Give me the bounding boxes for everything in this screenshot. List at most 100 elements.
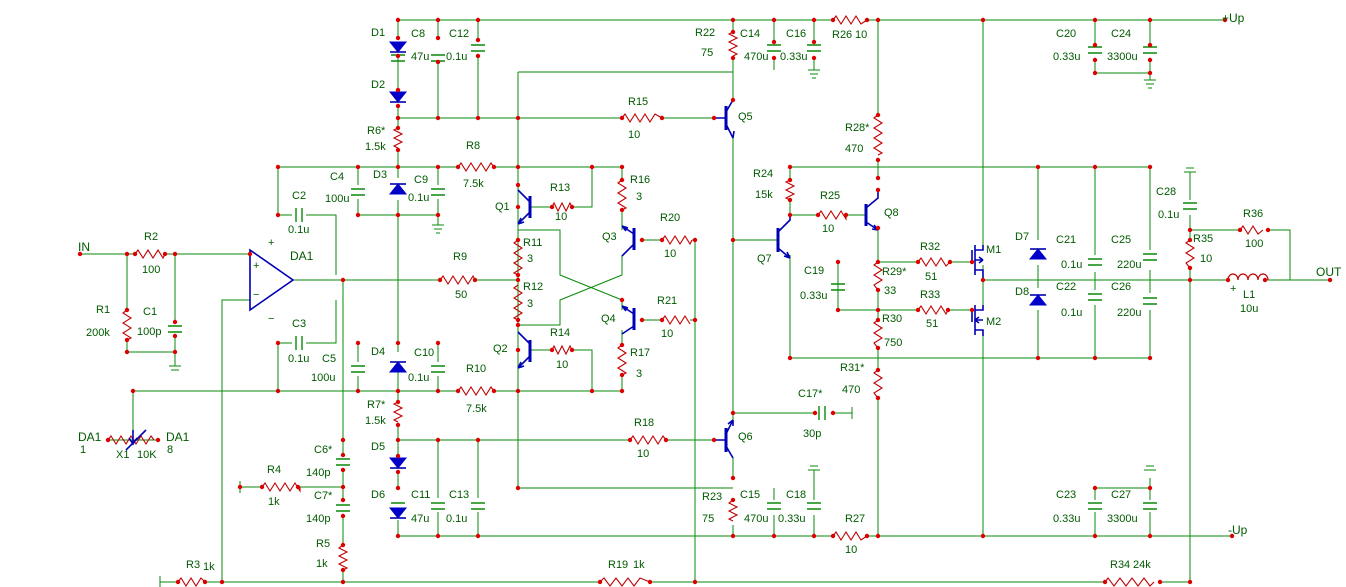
c8-name: C8 [411, 28, 425, 40]
r1-value: 200k [86, 327, 110, 339]
junction-dot [395, 17, 401, 23]
junction-dot [395, 422, 401, 428]
junction-dot [835, 259, 841, 265]
c26-name: C26 [1111, 281, 1131, 293]
c14-value: 470u [744, 51, 768, 63]
junction-dot [730, 17, 736, 23]
r26-name: R26 [832, 29, 852, 41]
junction-dot [864, 17, 870, 23]
junction-dot [395, 115, 401, 121]
junction-dot [1157, 579, 1163, 585]
junction-dot [875, 287, 881, 293]
junction-dot [1262, 277, 1268, 283]
junction-dot [875, 395, 881, 401]
junction-dot [835, 307, 841, 313]
junction-dot [475, 37, 481, 43]
junction-dot [915, 307, 921, 313]
junction-dot [1147, 533, 1153, 539]
junction-dot [130, 388, 136, 394]
junction-dot [472, 277, 478, 283]
r19-name: R19 [608, 559, 628, 571]
junction-dot [787, 212, 793, 218]
junction-dot [475, 17, 481, 23]
junction-dot [1092, 355, 1098, 361]
inductor-coil-icon [1227, 273, 1269, 281]
junction-dot [340, 277, 346, 283]
junction-dot [1092, 485, 1098, 491]
junction-dot [1147, 17, 1153, 23]
junction-dot [875, 317, 881, 323]
junction-dot [1147, 164, 1153, 170]
c28-name: C28 [1156, 186, 1176, 198]
r18-name: R18 [634, 417, 654, 429]
junction-dot [395, 147, 401, 153]
junction-dot [730, 497, 736, 503]
junction-dot [395, 103, 401, 109]
junction-dot [515, 347, 521, 353]
junction-dot [969, 307, 975, 313]
r22-value: 75 [701, 47, 713, 59]
d6-label: D6 [371, 489, 385, 501]
junction-dot [491, 388, 497, 394]
junction-dot [730, 97, 736, 103]
r22-name: R22 [695, 27, 715, 39]
junction-dot [515, 277, 521, 283]
junction-dot [435, 212, 441, 218]
r10-value: 7.5k [466, 403, 487, 415]
d4-label: D4 [371, 346, 385, 358]
opamp-plus-label: + [253, 260, 259, 272]
c27-name: C27 [1111, 489, 1131, 501]
junction-dot [172, 319, 178, 325]
diodes [388, 41, 1048, 519]
junction-dot [875, 112, 881, 118]
d8-label: D8 [1015, 286, 1029, 298]
junction-dot [395, 35, 401, 41]
junction-dot [549, 347, 555, 353]
r33-value: 51 [926, 318, 938, 330]
c14-name: C14 [740, 28, 760, 40]
junction-dot [340, 497, 346, 503]
c20-value: 0.33u [1053, 51, 1081, 63]
r1-name: R1 [96, 304, 110, 316]
r32-value: 51 [925, 271, 937, 283]
c22-name: C22 [1056, 281, 1076, 293]
r8-value: 7.5k [463, 178, 484, 190]
junction-dot [619, 207, 625, 213]
junction-dot [647, 579, 653, 585]
junction-dot [355, 212, 361, 218]
junction-dot [491, 164, 497, 170]
junction-dot [202, 579, 208, 585]
junction-dot [515, 388, 521, 394]
opamp-label: DA1 [290, 249, 314, 263]
junction-dot [730, 475, 736, 481]
l1-value: 10u [1240, 303, 1258, 315]
junction-dot [1102, 579, 1108, 585]
c11-value: 47u [411, 513, 429, 525]
r12-name: R12 [523, 281, 543, 293]
junction-dot [395, 87, 401, 93]
r34-value: 24k [1133, 559, 1151, 571]
r14-value: 10 [556, 359, 568, 371]
junction-dot [589, 388, 595, 394]
junction-dot [787, 164, 793, 170]
c10-name: C10 [414, 347, 434, 359]
junction-dot [639, 317, 645, 323]
junction-dot [1187, 277, 1193, 283]
junction-dot [1092, 70, 1098, 76]
c23-value: 0.33u [1053, 513, 1081, 525]
junction-dot [711, 437, 717, 443]
c3-value: 0.1u [288, 353, 309, 365]
r9-name: R9 [453, 251, 467, 263]
junction-dot [1225, 277, 1231, 283]
c6-name: C6* [314, 444, 333, 456]
trimmer-right-a: DA1 [166, 430, 190, 444]
junction-dot [875, 175, 881, 181]
junction-dot [395, 212, 401, 218]
c4-value: 100u [325, 193, 349, 205]
junction-dot [275, 388, 281, 394]
junction-dot [340, 579, 346, 585]
junction-dot [659, 237, 665, 243]
junction-dot [730, 237, 736, 243]
r18-value: 10 [637, 448, 649, 460]
junction-dot [569, 204, 575, 210]
